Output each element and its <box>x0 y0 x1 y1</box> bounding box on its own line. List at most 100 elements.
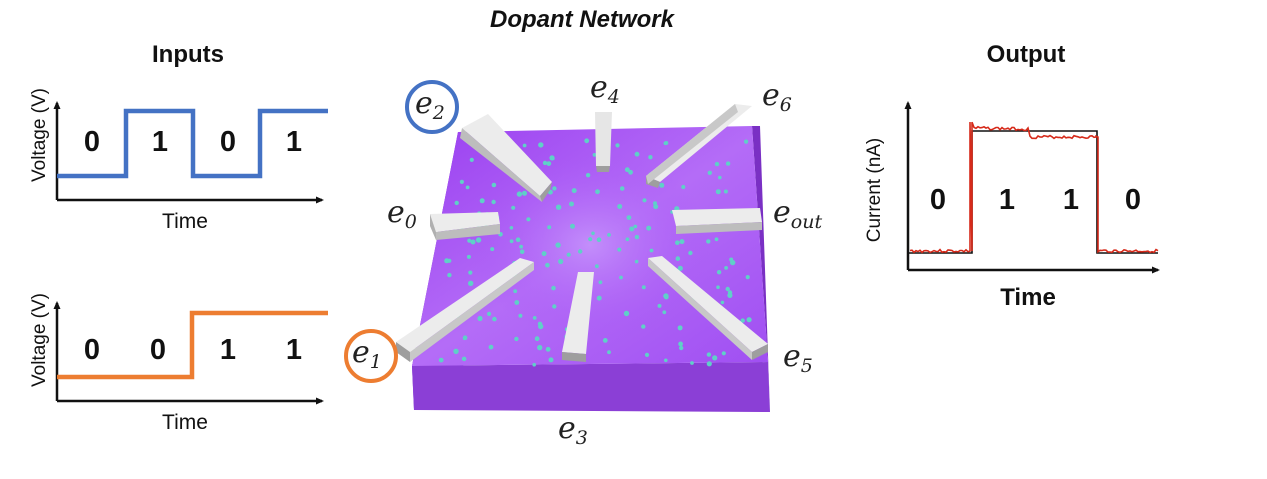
dopant-particle <box>534 336 540 342</box>
dopant-particle <box>714 161 720 167</box>
dopant-particle <box>625 237 630 242</box>
dopant-particle <box>461 356 467 362</box>
dopant-particle <box>509 239 514 244</box>
dopant-particle <box>646 225 652 231</box>
dopant-particle <box>537 344 543 351</box>
dopant-particle <box>706 361 712 367</box>
electrode-e3-bar <box>562 272 594 362</box>
dopant-particle <box>720 300 725 305</box>
dopant-particle <box>662 310 667 315</box>
bit-label: 1 <box>999 184 1015 216</box>
dopant-particle <box>454 200 459 206</box>
bit-label: 0 <box>84 126 100 158</box>
dopant-particle <box>475 237 482 243</box>
dopant-particle <box>628 169 633 175</box>
electrode-label-e0: e0 <box>387 195 417 233</box>
electrode-eout-bar <box>672 208 762 234</box>
dopant-particle <box>538 323 544 330</box>
y-axis-label: Voltage (V) <box>29 88 50 182</box>
dopant-particle <box>552 304 557 309</box>
dopant-particle <box>591 231 595 236</box>
dopant-particle <box>596 295 602 301</box>
bit-label: 0 <box>220 126 236 158</box>
inputs-header: Inputs <box>152 41 224 68</box>
dopant-particle <box>487 311 492 316</box>
dopant-particle <box>706 352 712 357</box>
dopant-particle <box>664 358 668 363</box>
bit-label: 1 <box>1063 184 1079 216</box>
dopant-particle <box>515 237 521 242</box>
electrode-label-e6: e6 <box>762 78 792 116</box>
dopant-particle <box>466 254 471 259</box>
electrode-label-e4: e4 <box>590 70 620 108</box>
electrode-label-eout: eout <box>773 195 822 233</box>
dopant-particle <box>721 351 726 356</box>
dopant-particle <box>470 239 476 245</box>
dopant-particle <box>469 157 474 162</box>
dopant-particle <box>550 156 555 161</box>
output-plot: 0 1 1 0 Current (nA) Time <box>864 101 1160 311</box>
dopant-particle <box>548 357 554 363</box>
dopant-particle <box>724 266 728 270</box>
electrode-label-e2: e2 <box>415 86 445 124</box>
dopant-particle <box>619 186 625 191</box>
dopant-particle <box>688 250 693 256</box>
dopant-particle <box>518 313 523 318</box>
dopant-particle <box>519 249 525 254</box>
dopant-particle <box>596 237 602 242</box>
dopant-particle <box>532 362 536 367</box>
dopant-particle <box>511 205 516 210</box>
dopant-particle <box>725 161 731 166</box>
dopant-particle <box>584 138 590 144</box>
dopant-particle <box>595 264 599 269</box>
dopant-particle <box>607 233 611 237</box>
dopant-particle <box>725 286 730 292</box>
dopant-particle <box>623 310 630 317</box>
dopant-particle <box>663 141 668 146</box>
dopant-particle <box>492 316 497 322</box>
substrate-front-side <box>412 362 770 412</box>
dopant-particle <box>746 317 752 323</box>
dopant-particle <box>488 344 494 350</box>
dopant-particle <box>516 191 523 197</box>
dopant-particle <box>468 280 474 286</box>
dopant-particle <box>467 238 472 243</box>
x-axis-label: Time <box>162 411 208 434</box>
dopant-particle <box>541 251 547 257</box>
input-waveform-bottom: 0 0 1 1 Voltage (V) Time <box>29 293 328 434</box>
dopant-particle <box>551 285 556 291</box>
dopant-particle <box>571 188 577 194</box>
dopant-particle <box>595 189 600 195</box>
dopant-particle <box>727 292 733 298</box>
x-axis-label: Time <box>162 210 208 233</box>
dopant-particle <box>641 285 646 290</box>
electrode-e6-bar <box>646 104 752 188</box>
electrode-label-e3: e3 <box>558 411 588 449</box>
dopant-particle <box>513 289 518 294</box>
network-header: Dopant Network <box>490 6 676 33</box>
electrode-e5-bar <box>648 256 768 360</box>
electrode-e4-bar <box>595 112 612 172</box>
electrode-e0-bar <box>430 212 500 240</box>
bit-label: 1 <box>286 334 302 366</box>
bit-label: 0 <box>930 184 946 216</box>
voltage-signal <box>57 310 328 380</box>
dopant-particle <box>532 316 537 320</box>
dopant-particle <box>462 336 467 341</box>
electrode-e2-bar <box>460 114 552 202</box>
dopant-particle <box>657 303 662 308</box>
dopant-particle <box>547 225 552 230</box>
dopant-particle <box>744 139 749 144</box>
dopant-particle <box>624 167 630 173</box>
dopant-particle <box>707 170 712 175</box>
dopant-particle <box>552 186 557 191</box>
dopant-particle <box>477 315 483 322</box>
dopant-particle <box>690 361 694 365</box>
dopant-particle <box>546 161 552 167</box>
dopant-particle <box>617 204 623 209</box>
ideal-output <box>908 130 1158 254</box>
dopant-particle <box>718 175 722 180</box>
dopant-particle <box>522 143 527 148</box>
dopant-particle <box>619 275 623 280</box>
electrode-label-e5: e5 <box>783 339 813 377</box>
